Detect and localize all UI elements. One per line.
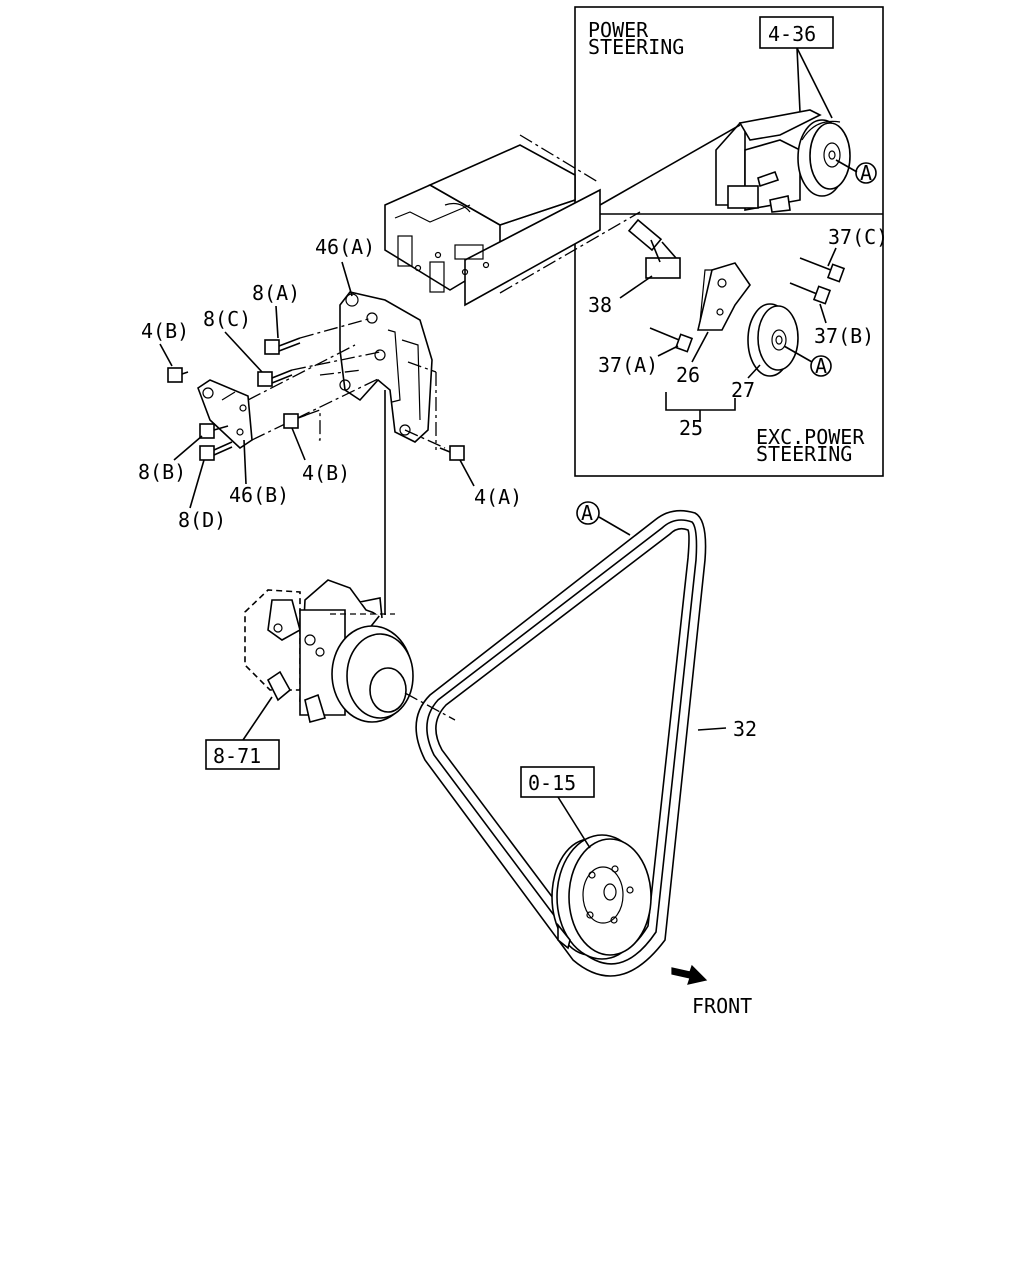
nut-4b-top bbox=[167, 367, 189, 383]
bolt-8a bbox=[264, 337, 301, 355]
nut-4b-bottom bbox=[283, 413, 307, 429]
idler-pulley-27 bbox=[747, 303, 799, 377]
front-label: FRONT bbox=[692, 994, 752, 1018]
compressor-8-71 bbox=[244, 579, 414, 723]
label-8b: 8(B) bbox=[138, 460, 186, 484]
ref-compressor: 8-71 bbox=[213, 744, 261, 768]
bracket-25 bbox=[665, 392, 736, 411]
idler-bracket-26 bbox=[696, 262, 751, 331]
ref-power-steering: 4-36 bbox=[768, 22, 816, 46]
circle-a-mid bbox=[810, 355, 832, 377]
bolt-37a bbox=[649, 327, 694, 353]
label-46a: 46(A) bbox=[315, 235, 375, 259]
exc-power-steering-title-line1: EXC.POWER bbox=[756, 425, 865, 449]
bracket-46a bbox=[339, 291, 433, 443]
label-8a: 8(A) bbox=[252, 281, 300, 305]
tensioner-38 bbox=[627, 218, 681, 279]
bolt-8c bbox=[257, 369, 293, 387]
power-steering-title-line1: POWER bbox=[588, 18, 649, 42]
inset-panel: POWER STEERING 4-36 A 37(C) bbox=[574, 6, 888, 477]
circle-a-top bbox=[855, 162, 877, 184]
label-37b: 37(B) bbox=[814, 324, 874, 348]
label-4b-top: 4(B) bbox=[141, 319, 189, 343]
label-8c: 8(C) bbox=[203, 307, 251, 331]
label-26: 26 bbox=[676, 363, 700, 387]
bolt-37b bbox=[789, 282, 832, 305]
ref-box-crank-pulley bbox=[520, 766, 595, 798]
label-37c: 37(C) bbox=[828, 225, 888, 249]
circle-a-mid-label: A bbox=[815, 354, 827, 378]
label-32: 32 bbox=[733, 717, 757, 741]
power-steering-title-line2: STEERING bbox=[588, 35, 684, 59]
arrow-front-icon bbox=[671, 964, 708, 985]
nut-4a bbox=[439, 445, 465, 461]
circle-a-belt bbox=[576, 501, 600, 525]
label-4a: 4(A) bbox=[474, 485, 522, 509]
power-steering-pump bbox=[715, 109, 851, 213]
label-37a: 37(A) bbox=[598, 353, 658, 377]
bolt-8b bbox=[199, 423, 229, 439]
bolt-8d bbox=[199, 441, 233, 461]
ref-crank-pulley: 0-15 bbox=[528, 771, 576, 795]
circle-a-top-label: A bbox=[860, 161, 872, 185]
label-8d: 8(D) bbox=[178, 508, 226, 532]
label-46b: 46(B) bbox=[229, 483, 289, 507]
bolt-37c bbox=[799, 257, 846, 283]
ref-box-compressor bbox=[205, 739, 280, 770]
engine-block-fragment bbox=[384, 144, 601, 307]
label-38: 38 bbox=[588, 293, 612, 317]
ref-box-power-steering bbox=[759, 16, 834, 49]
label-4b-bottom: 4(B) bbox=[302, 461, 350, 485]
crank-pulley-0-15 bbox=[551, 834, 652, 960]
label-25: 25 bbox=[679, 416, 703, 440]
circle-a-belt-label: A bbox=[581, 501, 593, 525]
exc-power-steering-title-line2: STEERING bbox=[756, 442, 852, 466]
